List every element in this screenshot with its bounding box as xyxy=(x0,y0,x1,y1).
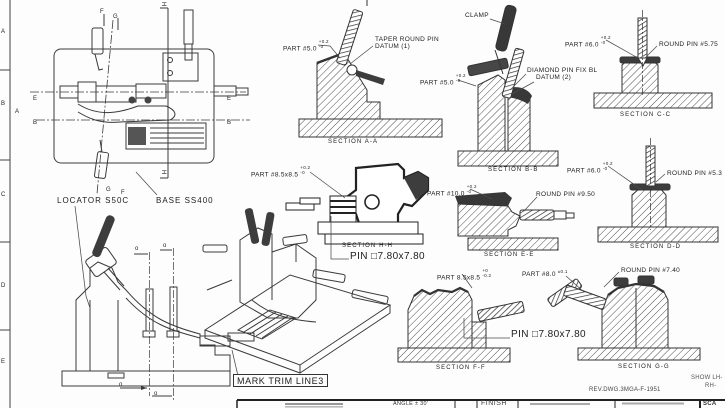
tolerance-ff2: ±0.1 xyxy=(557,269,568,274)
drawing-mark: E xyxy=(1,359,6,365)
show-lh-note: SHOW LH- xyxy=(691,375,723,381)
section-title-dd: SECTION D-D xyxy=(630,244,682,250)
drawing-mark: C xyxy=(1,192,6,198)
section-cc-view xyxy=(593,10,713,109)
section-aa-view xyxy=(298,0,443,138)
tolerance-bb: +0.2-0 xyxy=(455,73,466,83)
pin-ff-label: PIN □7.80x7.80 xyxy=(511,329,587,340)
drawing-mark: D xyxy=(1,283,6,289)
section-title-cc: SECTION C-C xyxy=(620,112,672,118)
round-pin-ee-label: ROUND PIN #9.50 xyxy=(536,191,596,198)
tolerance-hh: +0.2-0 xyxy=(300,165,311,175)
sheet-border xyxy=(0,0,11,408)
drawing-mark: o xyxy=(163,243,167,249)
section-gg-view xyxy=(563,275,701,361)
clamp-label: CLAMP xyxy=(465,12,489,19)
rev-dwg-note: REV.DWG.3MGA-F-1951 xyxy=(589,387,661,393)
tolerance-cc: +0.2-0 xyxy=(600,35,611,45)
section-title-bb: SECTION B-B xyxy=(488,167,539,173)
section-dd-view xyxy=(597,138,719,243)
drawing-mark: o xyxy=(119,382,123,388)
tolerance-ff: +0-0.2 xyxy=(482,268,492,278)
title-block-finish: FINISH xyxy=(481,400,507,407)
show-rh-note: RH- xyxy=(705,383,717,389)
drawing-mark: A xyxy=(1,29,6,35)
tolerance-aa: +0.2-0 xyxy=(318,39,329,49)
leader-lines xyxy=(74,18,666,377)
section-title-ff: SECTION F-F xyxy=(436,365,486,371)
title-block-angle: ANGLE ± 30' xyxy=(393,401,429,407)
section-title-gg: SECTION G-G xyxy=(618,364,670,370)
drawing-mark: B xyxy=(227,120,232,126)
iso-view xyxy=(202,208,392,374)
drawing-mark: G xyxy=(106,187,111,193)
section-title-hh: SECTION H-H xyxy=(342,243,394,249)
part-label-ee: PART #10.0+0.2-0 xyxy=(427,184,477,198)
drawing-mark: o xyxy=(154,391,158,397)
drawing-mark: G xyxy=(113,14,118,20)
drawing-mark: F xyxy=(100,9,104,15)
part-label-bb: PART #5.0+0.2-0 xyxy=(420,73,466,87)
round-pin-cc-label: ROUND PIN #5.75 xyxy=(659,41,719,48)
locator-label: LOCATOR S50C xyxy=(57,196,130,205)
section-ff-view xyxy=(397,278,582,363)
drawing-mark: E xyxy=(33,96,38,102)
title-block-lines xyxy=(236,399,725,408)
drawing-mark: H xyxy=(160,1,167,7)
section-hh-view xyxy=(285,162,430,245)
drawing-mark: B xyxy=(33,120,38,126)
round-pin-gg-label: ROUND PIN #7.40 xyxy=(621,267,681,274)
section-ee-view xyxy=(455,192,575,251)
part-label-aa: PART #5.0+0.2-0 xyxy=(283,39,329,53)
part-label-hh: PART #8.5x8.5+0.2-0 xyxy=(251,165,311,179)
round-pin-dd-label: ROUND PIN #5.3 xyxy=(667,170,723,177)
base-label: BASE SS400 xyxy=(156,196,214,205)
drawing-mark: H xyxy=(160,169,167,175)
part-label-dd: PART #6.0+0.2-0 xyxy=(567,161,613,175)
plan-view xyxy=(30,7,250,195)
drawing-mark: F xyxy=(121,190,125,196)
section-title-aa: SECTION A-A xyxy=(328,139,379,145)
title-block-scale: SCA xyxy=(703,401,717,407)
tolerance-dd: +0.2-0 xyxy=(602,161,613,171)
drawing-mark: B xyxy=(1,101,6,107)
pin-hh-label: PIN □7.80x7.80 xyxy=(350,251,426,262)
section-bb-view xyxy=(457,4,559,167)
part-label-cc: PART #6.0+0.2-0 xyxy=(565,35,611,49)
side-view xyxy=(61,215,255,402)
drawing-mark: o xyxy=(135,246,139,252)
tolerance-ee: +0.2-0 xyxy=(466,184,477,194)
drawing-mark: A xyxy=(15,109,20,115)
part-label-ff: PART 8.5x8.5+0-0.2 xyxy=(437,268,492,282)
drawing-mark: E xyxy=(227,96,232,102)
mark-trim-label: MARK TRIM LINE3 xyxy=(233,374,328,388)
section-title-ee: SECTION E-E xyxy=(484,252,535,258)
part-label-ff2: PART #8.0±0.1 xyxy=(522,269,568,278)
